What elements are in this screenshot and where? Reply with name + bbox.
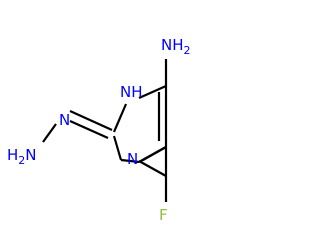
structure-canvas: NH NH2 N N H2N F [7, 36, 191, 224]
nh2-top-label: NH2 [161, 36, 191, 57]
h2n-sub: 2 [18, 154, 25, 167]
hydrazone-n-label: N [59, 111, 70, 129]
bond-c2-nhyd-inner [69, 119, 109, 140]
atom-labels: NH NH2 N N H2N F [7, 36, 191, 224]
h2n-left-label: H2N [7, 146, 37, 167]
ring-nh-label: NH [120, 83, 143, 101]
bonds-detail [138, 147, 168, 202]
bond-n1-c6 [138, 84, 167, 100]
h2n-h: H [7, 146, 18, 164]
ring-h-letter: H [131, 83, 142, 101]
bond-c4-n3-line [138, 160, 167, 177]
bond-c2-n1 [112, 103, 128, 133]
ring-n-letter: N [120, 83, 131, 101]
nh2-top-main: NH [161, 36, 184, 54]
bond-c4-n3 [120, 158, 140, 164]
bond-nhyd-nh2 [42, 123, 57, 143]
h2n-n: N [25, 146, 36, 164]
fluorine-label: F [159, 206, 168, 224]
molecule-diagram: NH NH2 N N H2N F [7, 36, 191, 224]
nh2-top-sub: 2 [184, 44, 191, 57]
bond-n3-c2 [112, 135, 123, 161]
ring-bonds [142, 146, 167, 161]
ring-c5-c4 [142, 146, 167, 161]
ring-n-lower-label: N [127, 150, 138, 168]
bond-c2-nhyd [69, 109, 113, 132]
